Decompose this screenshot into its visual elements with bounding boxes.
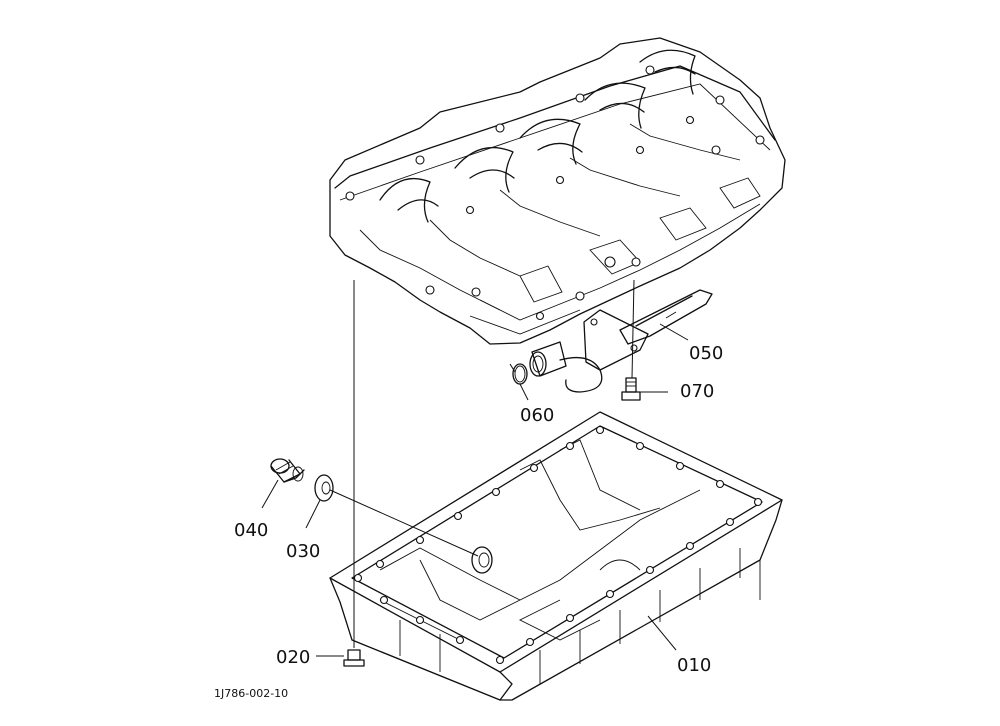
part-label-050: 050	[689, 343, 723, 364]
part-label-070: 070	[680, 381, 714, 402]
drawing-reference-code: 1J786-002-10	[214, 687, 288, 700]
strainer-bolt	[621, 377, 641, 401]
oil-pan	[329, 411, 783, 701]
drain-plug	[270, 458, 305, 483]
engine-block	[329, 37, 786, 345]
leader-lines	[261, 279, 689, 657]
part-label-020: 020	[276, 647, 310, 668]
part-label-060: 060	[520, 405, 554, 426]
oil-strainer	[529, 289, 713, 393]
part-label-010: 010	[677, 655, 711, 676]
part-label-040: 040	[234, 520, 268, 541]
oil-pan-bolt	[343, 649, 365, 667]
drain-plug-washer	[314, 474, 334, 502]
o-ring	[512, 363, 528, 385]
part-label-030: 030	[286, 541, 320, 562]
